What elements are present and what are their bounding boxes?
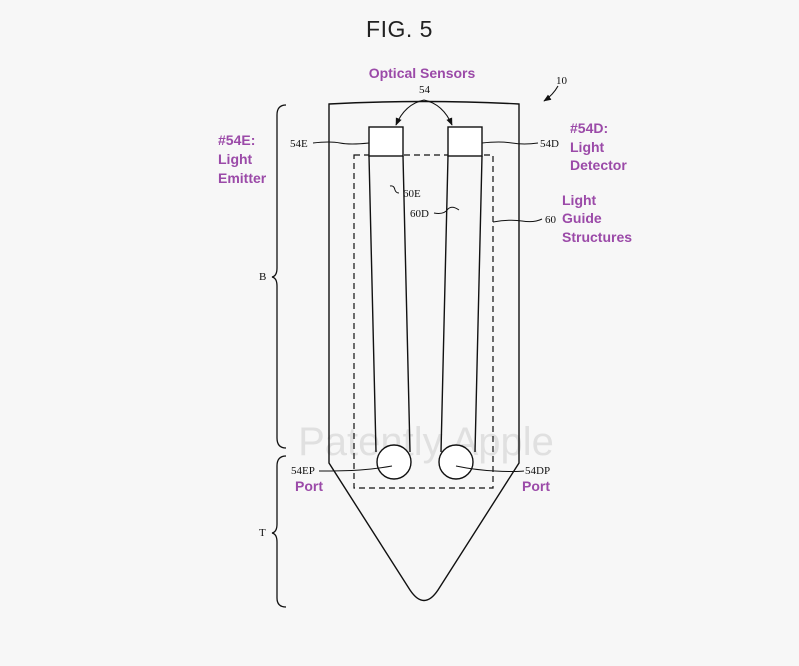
ref-guides-label: 60 [545,214,557,226]
sensor-arrow-left [395,99,425,126]
figure-title: FIG. 5 [366,16,433,42]
device-arrow [543,85,559,102]
annotation-emitter-line3: Emitter [218,170,267,186]
light-guide-detector [440,155,483,453]
ref-port-e-label: 54EP [291,465,315,477]
light-guide-boundary [353,154,494,489]
ref-sensors-label: 54 [419,84,431,96]
annotation-port-right: Port [522,478,550,494]
annotation-detector-line1: #54D: [570,120,608,136]
leader-60d [433,206,460,214]
region-tip-label: T [259,527,266,539]
leader-60e [389,185,400,194]
light-guide-emitter [368,155,411,453]
ref-guide-d-label: 60D [410,208,429,220]
ref-emitter-label: 54E [290,138,308,150]
ref-detector-label: 54D [540,138,559,150]
annotation-port-left: Port [295,478,323,494]
light-emitter-block [368,126,404,157]
annotation-emitter-line1: #54E: [218,132,255,148]
leader-54ep [318,465,393,472]
emitter-port [376,444,412,480]
leader-54d [481,141,539,145]
ref-guide-e-label: 60E [403,188,421,200]
watermark-text: Patently Apple [298,420,554,464]
detector-port [438,444,474,480]
annotation-emitter-line2: Light [218,151,253,167]
brace-body [271,104,287,449]
annotation-detector-line2: Light [570,139,605,155]
annotation-guide-line3: Structures [562,229,632,245]
brace-tip [271,455,287,608]
annotation-guide-line2: Guide [562,210,602,226]
annotation-detector-line3: Detector [570,157,627,173]
ref-device-label: 10 [556,75,568,87]
leader-60 [492,218,543,223]
stylus-outline [328,100,520,602]
annotation-guide-line1: Light [562,192,597,208]
annotation-optical-sensors: Optical Sensors [369,65,476,81]
leader-54e [312,141,370,145]
sensor-arrow-right [423,99,453,126]
ref-port-d-label: 54DP [525,465,550,477]
leader-54dp [455,465,525,472]
region-body-label: B [259,271,266,283]
light-detector-block [447,126,483,157]
